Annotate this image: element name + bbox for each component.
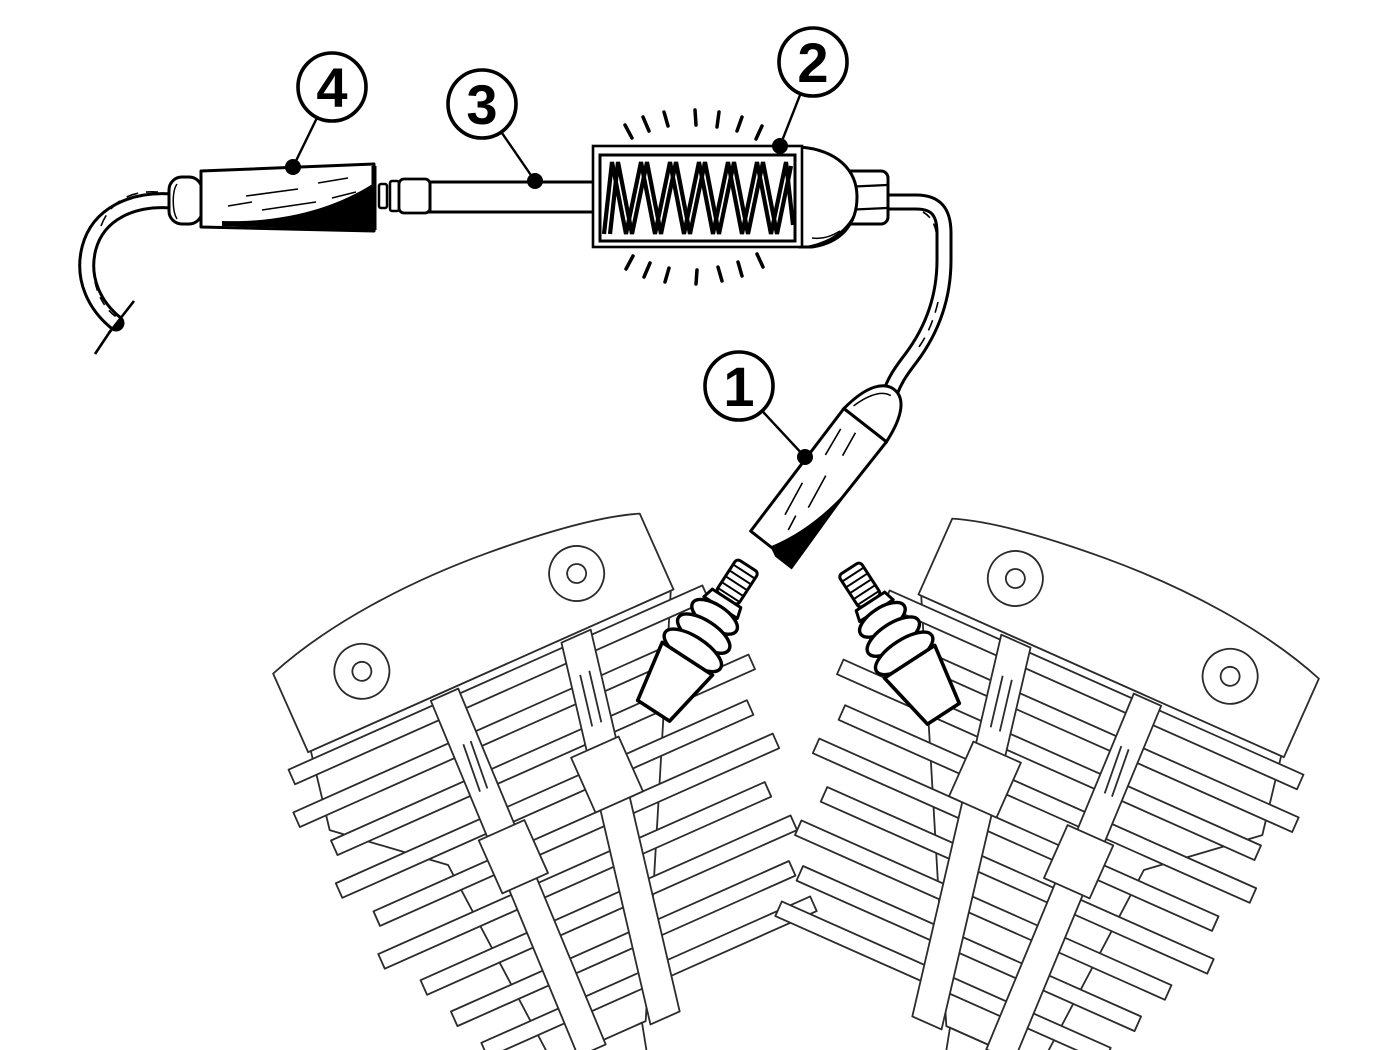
boot-shadow (222, 183, 374, 230)
leader-dot (285, 159, 301, 175)
callout-2: 2 (772, 26, 849, 154)
callout-1: 1 (703, 350, 813, 465)
callout-3-label: 3 (466, 73, 497, 136)
plug-wire-right (877, 193, 953, 400)
coil-spring (601, 161, 796, 235)
wire-boot-4 (167, 162, 377, 233)
engine-head-right (708, 474, 1365, 1050)
callout-1-label: 1 (723, 355, 754, 418)
coil-dome-cap (798, 145, 859, 249)
callout-4-label: 4 (316, 56, 347, 119)
callout-2-label: 2 (797, 31, 828, 94)
leader-dot (527, 173, 543, 189)
boot-shadow (770, 481, 856, 570)
coil-spring-box (591, 144, 804, 249)
leader-dot (797, 449, 813, 465)
callout-3: 3 (446, 68, 543, 189)
leader-dot (772, 138, 788, 154)
callout-4: 4 (285, 51, 368, 175)
wire-terminal-rod (377, 177, 598, 215)
heat-rays (623, 108, 765, 286)
wire-boot-1 (749, 384, 903, 570)
plug-wire-left (78, 191, 181, 355)
